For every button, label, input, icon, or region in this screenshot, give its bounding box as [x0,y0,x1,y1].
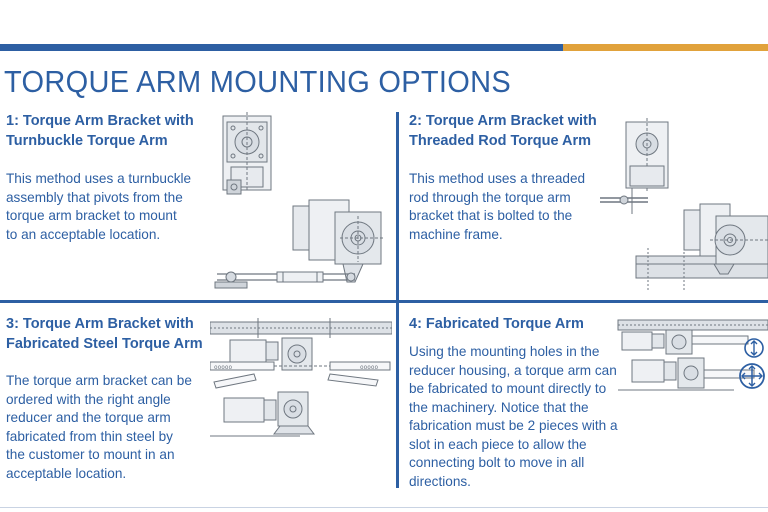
section-3-body-line: the customer to mount in an [6,447,175,462]
section-3-body-line: ordered with the right angle [6,391,171,407]
section-2-body: This method uses a threaded rod through … [409,170,585,244]
threaded-rod-arm-drawing [598,118,768,294]
section-1-body-line: assembly that pivots from the [6,189,183,205]
svg-text:ooooo: ooooo [360,364,378,371]
section-1-body-line: This method uses a turnbuckle [6,171,192,186]
section-4-body-line: fabrication must be 2 pieces with a [409,418,618,433]
section-4-body-line: connecting bolt to move in all [409,455,585,470]
section-4-body-line: the machinery. Notice that the [409,399,589,415]
page-title: TORQUE ARM MOUNTING OPTIONS [4,66,512,100]
section-2-body-line: This method uses a threaded [409,171,586,186]
section-2-title-line-1: 2: Torque Arm Bracket with [409,113,597,129]
section-3-body-line: reducer and the torque arm [6,410,171,425]
section-1-body-line: torque arm bracket to mount [6,208,177,223]
section-2-body-line: bracket that is bolted to the [409,208,573,223]
section-3-body-line: acceptable location. [6,465,127,481]
header-stripe-blue [0,44,563,51]
section-3-title-line-2: Fabricated Steel Torque Arm [6,336,203,352]
section-1-body-line: to an acceptable location. [6,226,161,242]
section-4-body-line: Using the mounting holes in the [409,344,600,359]
fabricated-steel-arm-drawing: ooooo ooooo [210,318,392,442]
section-4-title-line-1: 4: Fabricated Torque Arm [409,316,584,332]
section-3-title: 3: Torque Arm Bracket with Fabricated St… [6,314,203,354]
section-3-body: The torque arm bracket can be ordered wi… [6,372,192,483]
section-4-body-line: reducer housing, a torque arm can [409,362,617,378]
horizontal-divider [0,300,768,303]
section-4-title: 4: Fabricated Torque Arm [409,314,584,334]
section-4-body: Using the mounting holes in the reducer … [409,343,618,491]
section-2-body-line: rod through the torque arm [409,189,571,205]
vertical-divider [396,112,399,488]
section-1-body: This method uses a turnbuckle assembly t… [6,170,191,244]
section-2-title-line-2: Threaded Rod Torque Arm [409,133,592,149]
section-1-title-line-1: 1: Torque Arm Bracket with [6,113,194,129]
svg-text:ooooo: ooooo [214,364,232,371]
section-3-body-line: The torque arm bracket can be [6,373,192,388]
section-3-title-line-1: 3: Torque Arm Bracket with [6,316,194,332]
section-4-body-line: be fabricated to mount directly to [409,381,607,396]
header-stripe-gold [563,44,768,51]
section-2-body-line: machine frame. [409,226,503,242]
fabricated-arm-drawing [614,318,768,402]
section-4-body-line: directions. [409,473,471,489]
section-4-body-line: slot in each piece to allow the [409,436,587,452]
section-1-title-line-2: Turnbuckle Torque Arm [6,133,168,149]
footer-rule [0,507,768,508]
section-2-title: 2: Torque Arm Bracket with Threaded Rod … [409,111,597,151]
section-3-body-line: fabricated from thin steel by [6,428,173,444]
turnbuckle-arm-drawing [205,112,395,292]
section-1-title: 1: Torque Arm Bracket with Turnbuckle To… [6,111,194,151]
